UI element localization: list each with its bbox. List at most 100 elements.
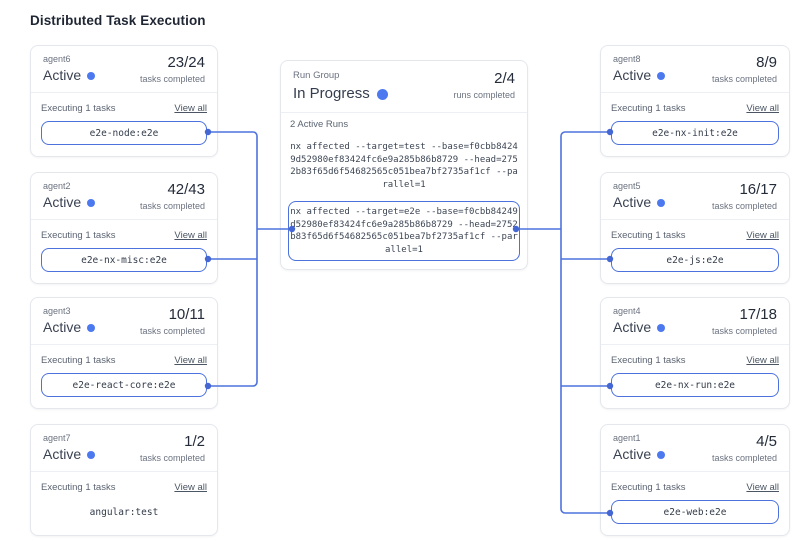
status-dot-icon — [87, 198, 96, 207]
tasks-count: 42/43 — [167, 181, 205, 198]
tasks-count-label: tasks completed — [139, 74, 205, 84]
agent-status: Active — [43, 319, 96, 336]
agent-card-agent6: agent6 Active 23/24 tasks completed Exec… — [30, 45, 218, 157]
agent-card-header: agent3 Active 10/11 tasks completed — [31, 298, 217, 344]
view-all-link[interactable]: View all — [174, 103, 207, 114]
run-command-selected[interactable]: nx affected --target=e2e --base=f0cbb842… — [288, 201, 520, 261]
executing-label: Executing 1 tasks — [611, 355, 686, 366]
tasks-count-label: tasks completed — [139, 453, 205, 463]
status-dot-icon — [657, 323, 666, 332]
agent-status-label: Active — [43, 446, 82, 462]
page-title: Distributed Task Execution — [30, 13, 206, 28]
run-group-status-label: In Progress — [293, 85, 370, 102]
agent-status: Active — [613, 194, 666, 211]
agent-card-agent8: agent8 Active 8/9 tasks completed Execut… — [600, 45, 790, 157]
agent-status-label: Active — [613, 67, 652, 83]
agent-name: agent2 — [43, 181, 71, 191]
agent-card-header: agent7 Active 1/2 tasks completed — [31, 425, 217, 471]
agent-card-agent4: agent4 Active 17/18 tasks completed Exec… — [600, 297, 790, 409]
agent-status-label: Active — [43, 319, 82, 335]
agent-status-label: Active — [613, 194, 652, 210]
agent-status-label: Active — [43, 194, 82, 210]
tasks-count: 23/24 — [167, 54, 205, 71]
status-dot-icon — [657, 198, 666, 207]
tasks-count-label: tasks completed — [139, 201, 205, 211]
executing-label: Executing 1 tasks — [41, 230, 116, 241]
run-group-body: 2 Active Runs nx affected --target=test … — [281, 112, 527, 270]
agent-name: agent8 — [613, 54, 641, 64]
agent-card-body: Executing 1 tasks View all e2e-nx-misc:e… — [31, 219, 217, 283]
task-chip[interactable]: e2e-js:e2e — [611, 248, 779, 272]
run-command[interactable]: nx affected --target=test --base=f0cbb84… — [290, 142, 518, 190]
agent-card-body: Executing 1 tasks View all e2e-nx-run:e2… — [601, 344, 789, 408]
status-dot-icon — [87, 323, 96, 332]
view-all-link[interactable]: View all — [746, 482, 779, 493]
view-all-link[interactable]: View all — [746, 355, 779, 366]
agent-card-header: agent8 Active 8/9 tasks completed — [601, 46, 789, 92]
task-chip[interactable]: e2e-nx-run:e2e — [611, 373, 779, 397]
view-all-link[interactable]: View all — [746, 103, 779, 114]
agent-card-body: Executing 1 tasks View all e2e-web:e2e — [601, 471, 789, 535]
agent-status: Active — [613, 446, 666, 463]
agent-card-agent2: agent2 Active 42/43 tasks completed Exec… — [30, 172, 218, 284]
agent-card-header: agent2 Active 42/43 tasks completed — [31, 173, 217, 219]
status-dot-icon — [87, 450, 96, 459]
agent-status-label: Active — [43, 67, 82, 83]
tasks-count-label: tasks completed — [711, 326, 777, 336]
executing-label: Executing 1 tasks — [41, 103, 116, 114]
agent-card-header: agent6 Active 23/24 tasks completed — [31, 46, 217, 92]
agent-card-agent7: agent7 Active 1/2 tasks completed Execut… — [30, 424, 218, 536]
agent-status: Active — [43, 446, 96, 463]
task-chip[interactable]: e2e-nx-misc:e2e — [41, 248, 207, 272]
status-dot-icon — [657, 450, 666, 459]
tasks-count-label: tasks completed — [139, 326, 205, 336]
agent-card-body: Executing 1 tasks View all e2e-node:e2e — [31, 92, 217, 156]
agent-name: agent7 — [43, 433, 71, 443]
runs-count-label: runs completed — [453, 90, 515, 100]
task-chip[interactable]: e2e-nx-init:e2e — [611, 121, 779, 145]
task-chip[interactable]: angular:test — [89, 506, 159, 518]
tasks-count: 16/17 — [739, 181, 777, 198]
executing-label: Executing 1 tasks — [611, 103, 686, 114]
task-chip[interactable]: e2e-web:e2e — [611, 500, 779, 524]
agent-card-body: Executing 1 tasks View all angular:test — [31, 471, 217, 535]
agent-card-body: Executing 1 tasks View all e2e-js:e2e — [601, 219, 789, 283]
view-all-link[interactable]: View all — [174, 482, 207, 493]
agent-status: Active — [613, 67, 666, 84]
agent-status: Active — [43, 67, 96, 84]
agent-card-agent5: agent5 Active 16/17 tasks completed Exec… — [600, 172, 790, 284]
tasks-count: 10/11 — [168, 306, 205, 323]
tasks-count-label: tasks completed — [711, 74, 777, 84]
agent-card-agent1: agent1 Active 4/5 tasks completed Execut… — [600, 424, 790, 536]
agent-card-header: agent1 Active 4/5 tasks completed — [601, 425, 789, 471]
agent-card-header: agent5 Active 16/17 tasks completed — [601, 173, 789, 219]
active-runs-label: 2 Active Runs — [290, 119, 349, 130]
agent-status: Active — [613, 319, 666, 336]
run-group-status: In Progress — [293, 85, 388, 103]
agent-status-label: Active — [613, 319, 652, 335]
view-all-link[interactable]: View all — [746, 230, 779, 241]
tasks-count: 8/9 — [756, 54, 777, 71]
executing-label: Executing 1 tasks — [611, 482, 686, 493]
tasks-count: 4/5 — [756, 433, 777, 450]
agent-card-body: Executing 1 tasks View all e2e-react-cor… — [31, 344, 217, 408]
run-group-label: Run Group — [293, 70, 340, 81]
agent-name: agent5 — [613, 181, 641, 191]
task-chip[interactable]: e2e-node:e2e — [41, 121, 207, 145]
runs-count: 2/4 — [494, 70, 515, 87]
tasks-count-label: tasks completed — [711, 453, 777, 463]
view-all-link[interactable]: View all — [174, 355, 207, 366]
run-group-card: Run Group In Progress 2/4 runs completed… — [280, 60, 528, 270]
view-all-link[interactable]: View all — [174, 230, 207, 241]
agent-card-agent3: agent3 Active 10/11 tasks completed Exec… — [30, 297, 218, 409]
agent-name: agent1 — [613, 433, 641, 443]
executing-label: Executing 1 tasks — [41, 482, 116, 493]
status-dot-icon — [376, 88, 388, 100]
tasks-count: 17/18 — [739, 306, 777, 323]
task-chip[interactable]: e2e-react-core:e2e — [41, 373, 207, 397]
run-group-header: Run Group In Progress 2/4 runs completed — [281, 61, 527, 112]
status-dot-icon — [87, 71, 96, 80]
tasks-count: 1/2 — [184, 433, 205, 450]
agent-name: agent4 — [613, 306, 641, 316]
